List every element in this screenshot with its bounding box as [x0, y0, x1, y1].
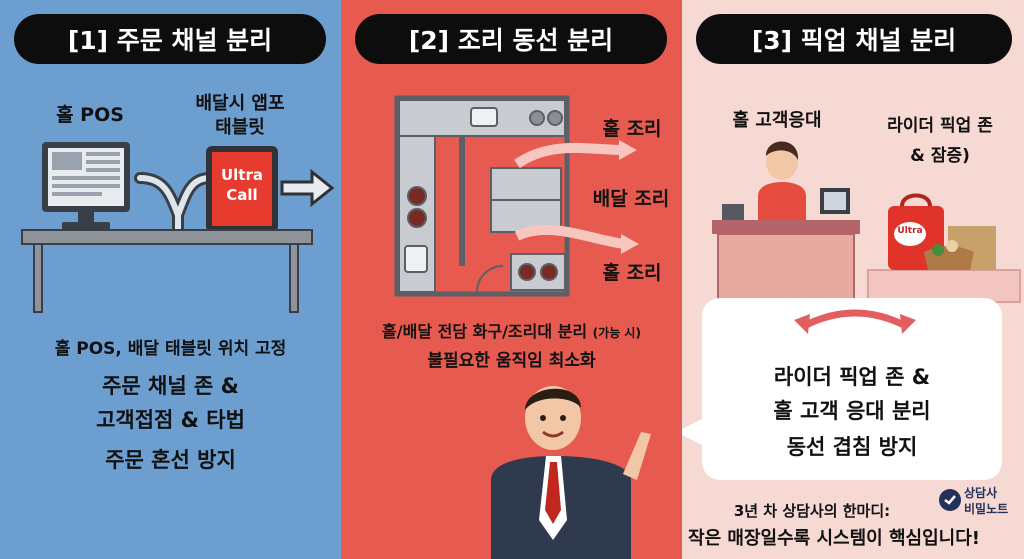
logo-line1: 상담사	[964, 486, 998, 500]
panel1-body-line2: 고객접점 & 타법	[96, 408, 245, 432]
logo-line2: 비밀노트	[964, 502, 1009, 516]
counter-icon	[712, 188, 860, 309]
panel1-body-line1: 주문 채널 존 &	[102, 374, 239, 398]
panel1-caption: 홀 POS, 배달 태블릿 위치 고정	[54, 339, 287, 359]
bubble-tail	[682, 418, 704, 446]
order-channel-illustration	[21, 142, 335, 313]
pickup-illustration	[712, 141, 1021, 309]
bag-brand-label: Ultra	[897, 226, 923, 236]
right-arrow-icon	[280, 168, 335, 208]
bubble-line3: 동선 겹침 방지	[786, 435, 918, 459]
tablet-label-line1: 배달시 앱포	[195, 93, 285, 114]
chat-bubble-icon	[939, 489, 961, 511]
panel1-body-line3: 주문 혼선 방지	[105, 448, 236, 472]
pos-monitor-icon	[42, 142, 130, 230]
tablet-label-line2: 태블릿	[215, 117, 265, 138]
consultant-avatar	[491, 386, 651, 559]
rider-zone-label-line2: & 잠증)	[910, 146, 970, 166]
staff-icon	[758, 141, 806, 222]
bubble-line2: 홀 고객 응대 분리	[773, 399, 931, 423]
rider-zone-label-line1: 라이더 픽업 존	[887, 116, 993, 136]
tablet-brand-line2: Call	[226, 186, 258, 204]
panel2-caption-line2: 불필요한 움직임 최소화	[427, 351, 596, 371]
panel3-title: [3] 픽업 채널 분리	[696, 14, 1012, 64]
hall-pos-label: 홀 POS	[56, 104, 124, 126]
panel-pickup-channel: [3] 픽업 채널 분리 홀 고객응대 라이더 픽업 존 & 잠증)	[682, 0, 1024, 559]
tip-line1: 3년 차 상담사의 한마디:	[733, 502, 891, 520]
arrow-label-delivery-cook: 배달 조리	[592, 188, 670, 210]
tip-line2: 작은 매장일수록 시스템이 핵심입니다!	[688, 528, 980, 549]
brand-logo: 상담사 비밀노트	[938, 484, 1020, 518]
hall-service-label: 홀 고객응대	[732, 110, 822, 131]
panel2-caption-main: 홀/배달 전담 화구/조리대 분리	[382, 322, 588, 341]
food-box-icon	[924, 226, 996, 270]
panel-order-channel: [1] 주문 채널 분리 홀 POS 배달시 앱포 태블릿	[0, 0, 341, 559]
desk-icon	[21, 229, 313, 313]
panel-cooking-flow: [2] 조리 동선 분리 홀 조리 배달 조리 홀 조리 홀/배달 전담 화구/…	[341, 0, 682, 559]
tablet-brand-line1: Ultra	[220, 166, 263, 184]
kitchen-floorplan-illustration	[394, 95, 639, 297]
panel2-title: [2] 조리 동선 분리	[355, 14, 667, 64]
panel2-caption-line1: 홀/배달 전담 화구/조리대 분리 (가능 시)	[341, 318, 682, 342]
hall-cook-arrow-2-icon	[514, 224, 626, 249]
hall-cook-arrow-1-icon	[514, 142, 624, 169]
pickup-summary-bubble: 라이더 픽업 존 & 홀 고객 응대 분리 동선 겹침 방지	[682, 298, 1002, 480]
bubble-line1: 라이더 픽업 존 &	[773, 365, 931, 389]
arrow-label-hall-cook-2: 홀 조리	[602, 262, 662, 284]
panel1-title: [1] 주문 채널 분리	[14, 14, 326, 64]
swap-arrows-icon	[794, 309, 916, 334]
panel2-caption-note: (가능 시)	[592, 326, 641, 340]
arrow-label-hall-cook-1: 홀 조리	[602, 118, 662, 140]
delivery-tablet-icon	[206, 146, 278, 232]
